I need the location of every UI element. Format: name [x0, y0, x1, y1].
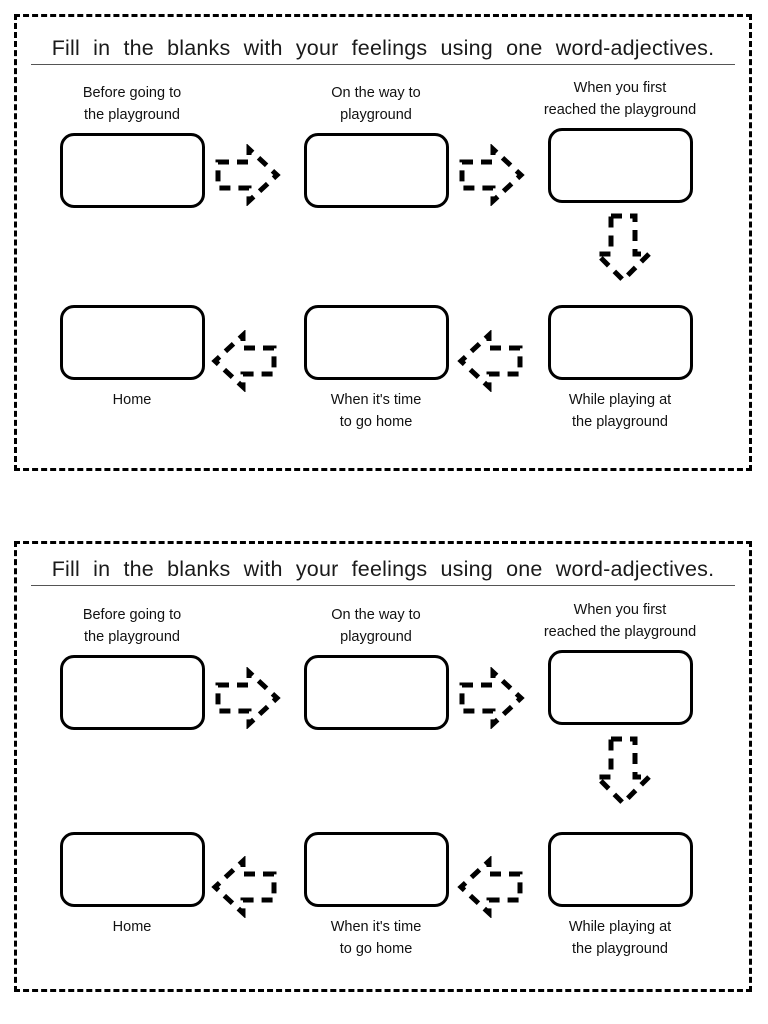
step-label: While playing at the playground: [568, 392, 672, 431]
worksheet-panel-2: Fill in the blanks with your feelings us…: [14, 541, 752, 992]
step-label: Home: [112, 392, 152, 408]
answer-box-first-reached[interactable]: [547, 127, 693, 203]
arrow-right-icon: [459, 144, 525, 206]
step-time-to-go-home: When it's time to go home: [276, 305, 476, 434]
step-before-going: Before going to the playground: [32, 604, 232, 730]
step-on-the-way: On the way to playground: [276, 82, 476, 208]
step-label: When you first reached the playground: [543, 80, 697, 119]
arrow-left-icon: [457, 330, 523, 392]
step-label: When it's time to go home: [330, 392, 422, 431]
step-label: Before going to the playground: [82, 85, 182, 124]
step-label: On the way to playground: [331, 607, 421, 646]
page-title: Fill in the blanks with your feelings us…: [51, 557, 715, 581]
answer-box-while-playing[interactable]: [547, 832, 693, 907]
step-while-playing: While playing at the playground: [520, 305, 720, 434]
step-label: On the way to playground: [331, 85, 421, 124]
answer-box-before-going[interactable]: [59, 654, 205, 730]
arrow-down-icon: [592, 736, 654, 806]
step-time-to-go-home: When it's time to go home: [276, 832, 476, 961]
arrow-down-icon: [592, 213, 654, 283]
step-label: When you first reached the playground: [543, 602, 697, 641]
arrow-right-icon: [215, 144, 281, 206]
arrow-left-icon: [211, 330, 277, 392]
answer-box-on-the-way[interactable]: [303, 654, 449, 730]
step-first-reached: When you first reached the playground: [520, 77, 720, 203]
step-while-playing: While playing at the playground: [520, 832, 720, 961]
step-first-reached: When you first reached the playground: [520, 599, 720, 725]
step-label: When it's time to go home: [330, 919, 422, 958]
answer-box-while-playing[interactable]: [547, 305, 693, 380]
answer-box-before-going[interactable]: [59, 132, 205, 208]
answer-box-first-reached[interactable]: [547, 649, 693, 725]
answer-box-home[interactable]: [59, 305, 205, 380]
arrow-left-icon: [457, 856, 523, 918]
answer-box-time-to-go-home[interactable]: [303, 305, 449, 380]
page-title: Fill in the blanks with your feelings us…: [51, 36, 715, 60]
title-underline: [31, 64, 735, 65]
step-before-going: Before going to the playground: [32, 82, 232, 208]
title-underline: [31, 585, 735, 586]
answer-box-on-the-way[interactable]: [303, 132, 449, 208]
step-label: While playing at the playground: [568, 919, 672, 958]
arrow-left-icon: [211, 856, 277, 918]
step-label: Before going to the playground: [82, 607, 182, 646]
step-label: Home: [112, 919, 152, 935]
answer-box-home[interactable]: [59, 832, 205, 907]
step-home: Home: [32, 305, 232, 411]
arrow-right-icon: [215, 667, 281, 729]
arrow-right-icon: [459, 667, 525, 729]
step-on-the-way: On the way to playground: [276, 604, 476, 730]
answer-box-time-to-go-home[interactable]: [303, 832, 449, 907]
step-home: Home: [32, 832, 232, 938]
worksheet-panel-1: Fill in the blanks with your feelings us…: [14, 14, 752, 471]
